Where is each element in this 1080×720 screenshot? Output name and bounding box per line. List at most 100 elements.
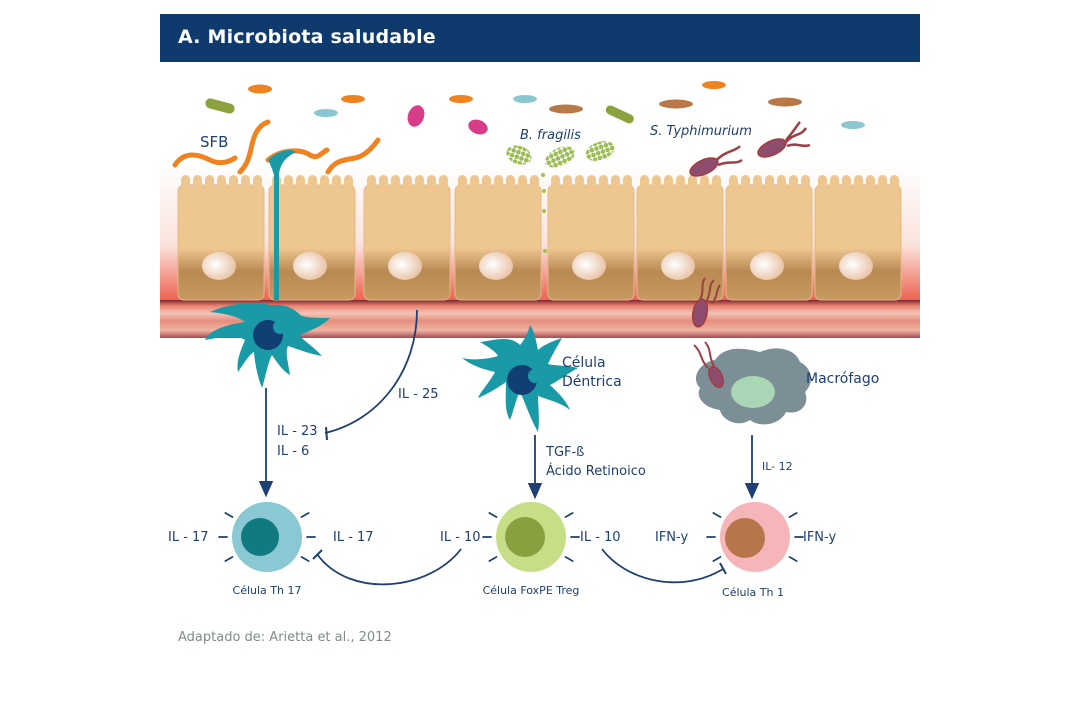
microvillus: [700, 175, 709, 193]
microvillus: [320, 175, 329, 193]
b-fragilis-dot: [542, 209, 546, 213]
epithelial-cell: [725, 175, 813, 301]
secretion-tick: [488, 512, 498, 518]
sfb-filament: [172, 152, 238, 168]
th1-nucleus: [725, 518, 765, 558]
secretion-tick: [300, 512, 310, 518]
microvillus: [181, 175, 190, 193]
microvillus: [842, 175, 851, 193]
b-fragilis-cluster: [506, 145, 532, 165]
epithelial-nucleus: [661, 252, 695, 280]
microvillus: [470, 175, 479, 193]
treg-cell: [496, 502, 566, 572]
microvillus: [439, 175, 448, 193]
secretion-tick: [712, 556, 722, 562]
microvillus: [818, 175, 827, 193]
epithelial-cell: [547, 175, 635, 301]
treg-left-label: IL - 10: [440, 530, 481, 545]
pink-bacterium: [468, 119, 488, 135]
luminal-microbes: [205, 81, 865, 135]
inhibition-bar: [312, 549, 323, 560]
microvillus: [830, 175, 839, 193]
microvillus: [518, 175, 527, 193]
microvillus: [652, 175, 661, 193]
microvillus: [241, 175, 250, 193]
epithelium: [177, 175, 902, 301]
inhibition-bar: [719, 562, 727, 575]
treg-nucleus: [505, 517, 545, 557]
epithelial-nucleus: [479, 252, 513, 280]
s-typhimurium-bacteria: [689, 121, 811, 328]
microvillus: [664, 175, 673, 193]
dendritic-cell-1: [205, 150, 330, 388]
retinoic-acid-label: Ácido Retinoico: [546, 463, 646, 479]
orange-bacterium: [248, 84, 272, 94]
inhibition-bar: [325, 426, 328, 441]
epithelial-cell: [177, 175, 265, 301]
b-fragilis-cluster: [545, 146, 575, 168]
th17-cell: [232, 502, 302, 572]
il10-inhibits-th17-curve: [316, 548, 462, 586]
sfb-filament: [325, 137, 381, 175]
microvillus: [611, 175, 620, 193]
microvillus: [866, 175, 875, 193]
microvillus: [253, 175, 262, 193]
source-citation: Adaptado de: Arietta et al., 2012: [178, 630, 392, 645]
microvillus: [458, 175, 467, 193]
microvillus: [753, 175, 762, 193]
microvillus: [676, 175, 685, 193]
brown-bacterium: [659, 99, 693, 109]
macrophage-label: Macrófago: [806, 371, 879, 387]
microvillus: [379, 175, 388, 193]
microvillus: [415, 175, 424, 193]
microvillus: [765, 175, 774, 193]
epithelial-cell: [636, 175, 724, 301]
epithelial-nucleus: [293, 252, 327, 280]
tgfb-label: TGF-ß: [545, 445, 584, 460]
microvillus: [193, 175, 202, 193]
secretion-tick: [224, 556, 234, 562]
microvillus: [494, 175, 503, 193]
microvillus: [296, 175, 305, 193]
microvillus: [344, 175, 353, 193]
orange-bacterium: [341, 95, 365, 103]
microvillus: [599, 175, 608, 193]
green-rod-bacterium: [205, 98, 235, 114]
epithelial-cell: [454, 175, 542, 301]
orange-bacterium: [702, 81, 726, 89]
microvillus: [688, 175, 697, 193]
il10-inhibits-th1-curve: [601, 548, 724, 584]
microvillus: [854, 175, 863, 193]
secretion-ticks: [218, 512, 804, 562]
il25-inhibition-curve: [324, 309, 418, 434]
microvillus: [284, 175, 293, 193]
b-fragilis-label: B. fragilis: [520, 128, 581, 143]
il6-label: IL - 6: [277, 444, 309, 459]
b-fragilis-dot: [543, 249, 547, 253]
microvillus: [551, 175, 560, 193]
epithelial-cell: [814, 175, 902, 301]
orange-bacterium: [449, 95, 473, 103]
sfb-label: SFB: [200, 133, 228, 151]
microvillus: [530, 175, 539, 193]
epithelial-nucleus: [750, 252, 784, 280]
secretion-tick: [224, 512, 234, 518]
microvillus: [308, 175, 317, 193]
treg-caption: Célula FoxPE Treg: [483, 584, 580, 597]
microvillus: [506, 175, 515, 193]
th1-left-label: IFN-y: [655, 530, 688, 545]
secretion-tick: [564, 512, 574, 518]
sfb-filament: [237, 119, 271, 175]
microvillus: [640, 175, 649, 193]
salmonella-invading: [691, 277, 721, 328]
blue-bacterium: [513, 95, 537, 103]
microvillus: [332, 175, 341, 193]
microvillus: [878, 175, 887, 193]
microvillus: [587, 175, 596, 193]
b-fragilis-dot: [542, 189, 546, 193]
b-fragilis-bacteria: [506, 141, 615, 253]
microvillus: [482, 175, 491, 193]
dendritic-cell-label-line1: Célula: [562, 355, 606, 371]
microvillus: [777, 175, 786, 193]
pink-bacterium: [407, 105, 425, 127]
